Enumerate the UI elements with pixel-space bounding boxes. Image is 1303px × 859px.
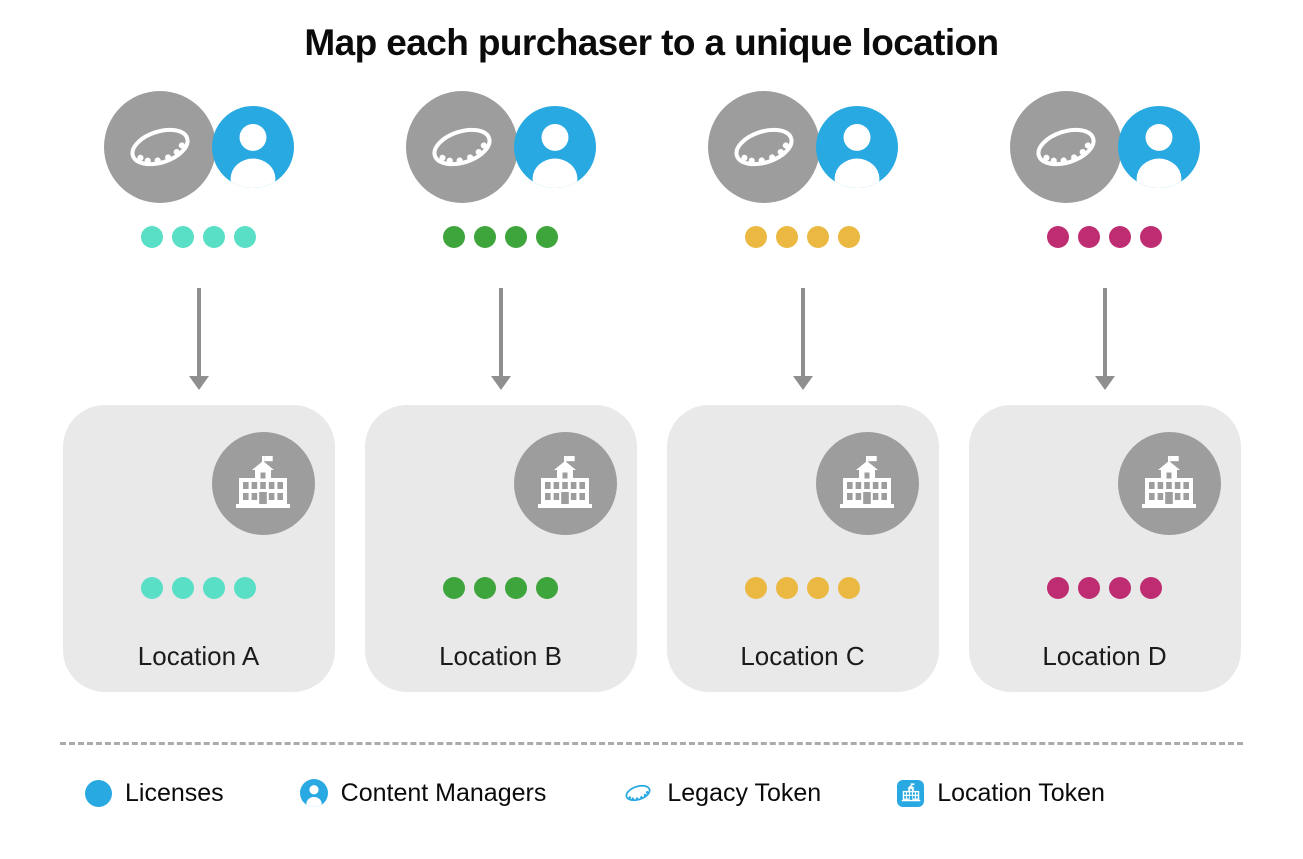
license-dots xyxy=(969,577,1241,599)
location-token-icon xyxy=(211,432,315,535)
license-dot xyxy=(443,226,465,248)
legend-label: Legacy Token xyxy=(667,778,822,807)
license-dot xyxy=(1140,577,1162,599)
license-dot xyxy=(505,226,527,248)
license-dot xyxy=(1109,577,1131,599)
location-label: Location B xyxy=(439,641,562,671)
license-dot xyxy=(172,577,194,599)
legend-label: Content Managers xyxy=(340,778,547,807)
location-token-icon xyxy=(815,432,919,535)
location-card: Location B xyxy=(364,405,637,692)
mapping-arrow xyxy=(792,288,813,390)
purchaser-tokens xyxy=(103,90,294,204)
license-dot xyxy=(141,226,163,248)
license-dot xyxy=(172,226,194,248)
license-dot xyxy=(505,577,527,599)
arrow-head-icon xyxy=(188,376,209,390)
mapping-arrow xyxy=(188,288,209,390)
license-circle-icon xyxy=(85,779,112,807)
license-dot xyxy=(807,577,829,599)
location-card: Location A xyxy=(62,405,335,692)
legend-item-location-token: Location Token xyxy=(897,779,1105,808)
license-dot xyxy=(745,577,767,599)
building-icon xyxy=(897,779,925,807)
license-dot xyxy=(1140,226,1162,248)
content-manager-icon xyxy=(514,106,596,188)
purchaser-column-b: Location B xyxy=(364,90,637,692)
legacy-token-icon xyxy=(707,91,820,203)
diagram-title: Map each purchaser to a unique location xyxy=(304,22,999,63)
license-dot xyxy=(745,226,767,248)
content-manager-icon xyxy=(212,106,294,188)
license-dot xyxy=(1078,226,1100,248)
legend-label: Location Token xyxy=(937,778,1105,807)
legend-item-licenses: Licenses xyxy=(85,779,224,808)
license-dot xyxy=(474,226,496,248)
location-token-icon xyxy=(513,432,617,535)
license-dots xyxy=(1047,226,1162,248)
purchaser-tokens xyxy=(405,90,596,204)
license-dot xyxy=(234,577,256,599)
license-dots xyxy=(745,226,860,248)
location-label: Location A xyxy=(137,641,260,671)
legend-item-legacy-token: Legacy Token xyxy=(622,777,821,809)
purchaser-column-c: Location C xyxy=(666,90,939,692)
legacy-token-icon xyxy=(1009,91,1122,203)
license-dot xyxy=(141,577,163,599)
location-card: Location C xyxy=(666,405,939,692)
location-token-icon xyxy=(1117,432,1221,535)
license-dot xyxy=(838,226,860,248)
arrow-head-icon xyxy=(490,376,511,390)
license-dot xyxy=(443,577,465,599)
purchaser-columns: Location A xyxy=(0,90,1303,692)
content-manager-icon xyxy=(1118,106,1200,188)
license-dot xyxy=(1047,226,1069,248)
arrow-shaft xyxy=(1102,288,1107,376)
dashed-divider xyxy=(60,742,1243,745)
legend: Licenses Content Managers Legacy Token L… xyxy=(0,777,1303,809)
legend-item-content-managers: Content Managers xyxy=(300,778,547,808)
arrow-shaft xyxy=(800,288,805,376)
purchaser-tokens xyxy=(707,90,898,204)
license-dots xyxy=(141,226,256,248)
license-dot xyxy=(234,226,256,248)
license-dot xyxy=(1078,577,1100,599)
arrow-shaft xyxy=(196,288,201,376)
license-dots xyxy=(667,577,939,599)
location-label: Location C xyxy=(740,641,865,671)
license-dot xyxy=(776,226,798,248)
license-dots xyxy=(443,226,558,248)
location-card: Location D xyxy=(968,405,1241,692)
license-dot xyxy=(1047,577,1069,599)
license-dot xyxy=(838,577,860,599)
license-dot xyxy=(1109,226,1131,248)
content-manager-icon xyxy=(816,106,898,188)
license-dot xyxy=(807,226,829,248)
license-dot xyxy=(474,577,496,599)
purchaser-column-a: Location A xyxy=(62,90,335,692)
legacy-token-icon xyxy=(103,91,216,203)
legend-label: Licenses xyxy=(125,778,224,807)
arrow-shaft xyxy=(498,288,503,376)
license-dot xyxy=(536,226,558,248)
coin-icon xyxy=(622,777,654,809)
license-dot xyxy=(776,577,798,599)
location-label: Location D xyxy=(1042,641,1167,671)
license-dots xyxy=(365,577,637,599)
mapping-arrow xyxy=(1094,288,1115,390)
arrow-head-icon xyxy=(1094,376,1115,390)
mapping-arrow xyxy=(490,288,511,390)
license-dots xyxy=(63,577,335,599)
license-dot xyxy=(536,577,558,599)
person-icon xyxy=(300,779,328,807)
purchaser-tokens xyxy=(1009,90,1200,204)
arrow-head-icon xyxy=(792,376,813,390)
license-dot xyxy=(203,226,225,248)
legacy-token-icon xyxy=(405,91,518,203)
purchaser-column-d: Location D xyxy=(968,90,1241,692)
license-dot xyxy=(203,577,225,599)
